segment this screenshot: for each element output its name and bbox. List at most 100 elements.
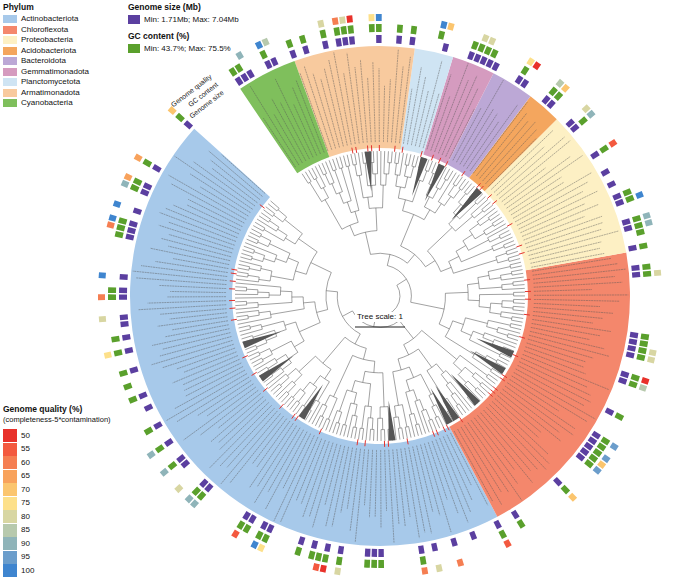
leaf-marker — [433, 431, 435, 437]
leaf-name-stroke — [380, 450, 381, 528]
leaf-name-stroke — [253, 419, 287, 464]
genome-size-bar — [553, 477, 562, 487]
leaf-marker — [319, 429, 321, 434]
leaf-marker — [263, 388, 268, 392]
legend-swatch — [3, 15, 17, 23]
gc-content-bar — [175, 113, 185, 123]
leaf-name-stroke — [332, 447, 349, 527]
leaf-name-stroke — [300, 73, 328, 151]
tree-branch — [405, 427, 407, 438]
leaf-marker — [477, 183, 481, 187]
leaf-name-stroke — [230, 416, 284, 483]
leaf-name-stroke — [190, 174, 250, 213]
leaf-name-stroke — [531, 253, 604, 267]
tree-branch — [253, 360, 263, 367]
tree-branch — [344, 425, 347, 436]
tree-branch — [258, 242, 270, 247]
gc-content-bar — [640, 333, 649, 340]
leaf-marker — [525, 291, 531, 292]
genome-quality-bar — [440, 21, 447, 29]
tree-branch — [510, 266, 521, 268]
leaf-name-stroke — [435, 63, 469, 152]
leaf-name-stroke — [409, 447, 425, 532]
collapsed-clade — [425, 163, 445, 201]
tree-branch — [496, 253, 507, 260]
leaf-marker — [524, 314, 530, 316]
tree-branch — [448, 185, 454, 196]
leaf-name-stroke — [504, 157, 570, 205]
leaf-name-stroke — [534, 299, 619, 301]
tree-branch — [407, 427, 411, 438]
tree-branch — [383, 174, 386, 185]
tree-branch — [252, 358, 263, 363]
leaf-name-stroke — [495, 399, 538, 438]
leaf-name-stroke — [534, 303, 600, 306]
leaf-name-stroke — [529, 231, 619, 256]
leaf-name-stroke — [313, 74, 336, 149]
genome-quality-bar — [586, 110, 595, 119]
genome-quality-bar — [99, 316, 106, 322]
gc-content-bar — [369, 24, 375, 32]
leaf-name-stroke — [173, 356, 238, 383]
collapsed-clade — [451, 374, 480, 406]
tree-branch — [235, 289, 246, 291]
tree-branch — [362, 428, 364, 440]
genome-quality-bar — [160, 468, 169, 477]
tree-branch — [239, 326, 250, 329]
leaf-name-stroke — [219, 400, 266, 443]
tree-branch — [437, 416, 444, 426]
leaf-marker — [231, 319, 237, 321]
leaf-name-stroke — [364, 450, 368, 506]
collapsed-clade — [259, 356, 294, 382]
tree-branch — [376, 185, 383, 208]
tree-branch — [351, 427, 355, 438]
leaf-name-stroke — [321, 79, 340, 147]
tree-branch — [472, 233, 484, 239]
leaf-name-stroke — [423, 93, 439, 148]
genome-size-bar — [270, 57, 278, 67]
leaf-name-stroke — [293, 88, 321, 154]
leaf-name-stroke — [524, 216, 585, 240]
tree-branch — [390, 152, 393, 163]
tree-branch — [298, 391, 305, 402]
tree-branch — [312, 168, 317, 179]
tree-branch — [238, 268, 249, 270]
genome-size-bar — [632, 272, 640, 278]
tree-branch — [345, 403, 354, 425]
tree-branch — [299, 356, 323, 372]
tree-branch — [383, 430, 385, 441]
tree-branch — [412, 413, 417, 424]
phylum-band — [240, 61, 329, 173]
gc-content-bar — [299, 35, 307, 44]
leaf-name-stroke — [168, 222, 234, 245]
genome-size-bar — [396, 36, 402, 44]
leaf-name-stroke — [350, 449, 360, 531]
leaf-marker — [260, 205, 265, 209]
tree-branch — [310, 182, 325, 201]
tree-branch — [509, 259, 520, 262]
tree-group — [98, 14, 661, 575]
leaf-marker — [443, 427, 446, 432]
tree-branch — [458, 194, 465, 205]
leaf-marker — [352, 148, 353, 154]
leaf-name-stroke — [294, 105, 317, 156]
gc-content-bar — [397, 25, 403, 33]
genome-quality-bar — [481, 34, 489, 43]
gc-content-bar — [625, 195, 634, 203]
gc-content-bar — [123, 383, 132, 391]
tree-branch — [328, 397, 337, 420]
leaf-name-stroke — [220, 408, 274, 466]
gc-content-bar — [333, 27, 340, 36]
leaf-name-stroke — [379, 68, 380, 142]
gc-content-bar — [128, 396, 138, 404]
legend-heading: Genome quality (%) — [3, 404, 82, 414]
legend-heading: Genome size (Mb) — [128, 2, 201, 12]
legend-text: 65 — [21, 471, 30, 481]
genome-size-bar — [479, 56, 487, 65]
collapsed-clade — [435, 385, 459, 421]
genome-quality-bar — [312, 563, 319, 571]
tree-branch — [235, 301, 246, 303]
genome-size-bar — [120, 274, 128, 280]
tree-branch — [483, 335, 494, 342]
leaf-name-stroke — [421, 445, 440, 516]
